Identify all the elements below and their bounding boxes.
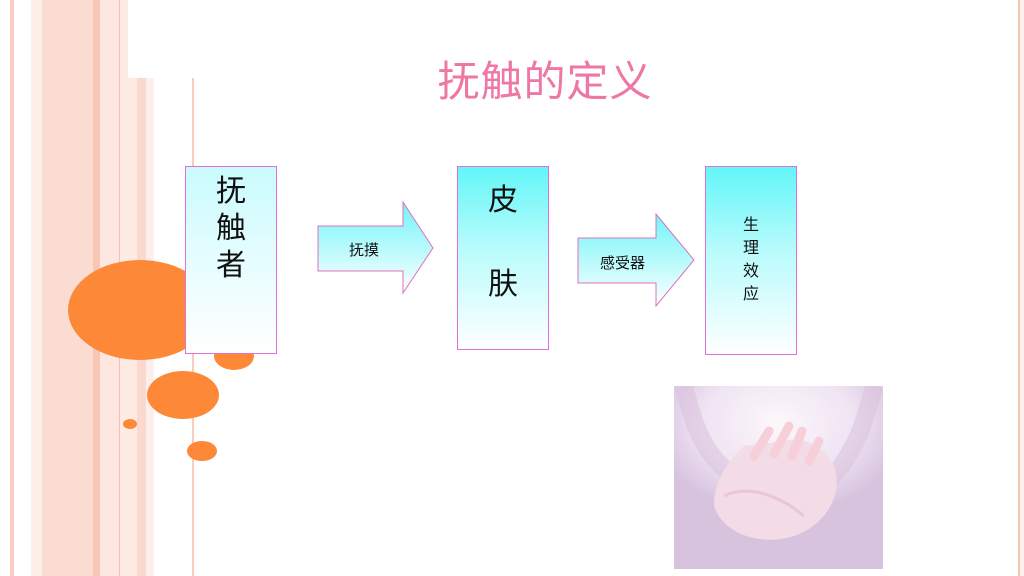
box-toucher-char: 触 — [216, 211, 246, 246]
box-toucher-char: 抚 — [216, 174, 246, 209]
box-skin-char: 皮 — [488, 183, 518, 218]
box-effect-char: 理 — [742, 238, 759, 257]
decorative-circle-tiny — [123, 419, 137, 429]
arrow-stroking-label: 抚摸 — [349, 241, 380, 259]
decorative-circle-small-2 — [187, 441, 217, 461]
box-toucher: 抚 触 者 — [185, 166, 277, 354]
box-effect-char: 生 — [742, 215, 759, 234]
arrow-receptor-label: 感受器 — [600, 254, 646, 272]
hands-photo — [674, 386, 883, 569]
arrow-stroking — [317, 201, 434, 295]
box-effect-char: 效 — [742, 261, 759, 280]
box-toucher-char: 者 — [216, 248, 246, 283]
hands-illustration — [675, 386, 883, 540]
box-effect-char: 应 — [742, 284, 759, 303]
box-physiological-effect: 生 理 效 应 — [705, 166, 797, 355]
slide-title: 抚触的定义 — [437, 57, 653, 106]
box-skin: 皮 肤 — [457, 166, 549, 350]
arrow-receptor — [577, 213, 695, 308]
box-skin-char: 肤 — [488, 267, 518, 302]
decorative-circle-medium — [147, 371, 219, 419]
